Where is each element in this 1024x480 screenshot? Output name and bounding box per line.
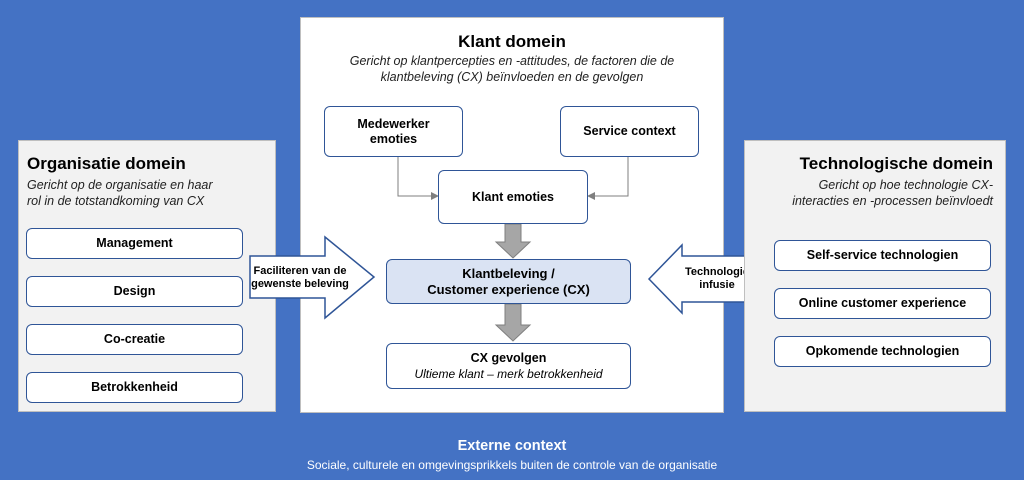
klantbeleving-cx-box: Klantbeleving / Customer experience (CX) — [386, 259, 631, 304]
klant-emoties-box: Klant emoties — [438, 170, 588, 224]
org-item-design: Design — [26, 276, 243, 307]
technologie-infusie-line1: Technologie — [685, 266, 749, 278]
klant-subtitle-line2: klantbeleving (CX) beïnvloeden en de gev… — [380, 70, 644, 84]
cx-gevolgen-subtitle: Ultieme klant – merk betrokkenheid — [414, 366, 603, 381]
org-item-management: Management — [26, 228, 243, 259]
medewerker-emoties-box: Medewerker emoties — [324, 106, 463, 157]
cx-line2: Customer experience (CX) — [427, 281, 590, 297]
cx-line1: Klantbeleving / — [462, 265, 555, 281]
cx-gevolgen-box: CX gevolgen Ultieme klant – merk betrokk… — [386, 343, 631, 389]
externe-context-subtitle: Sociale, culturele en omgevingsprikkels … — [306, 458, 718, 472]
org-item-betrokkenheid: Betrokkenheid — [26, 372, 243, 403]
organisatie-title: Organisatie domein — [27, 154, 186, 173]
left-arrow-technologie-infusie — [647, 243, 755, 315]
down-arrow-emoties-to-cx — [494, 223, 532, 259]
klant-title: Klant domein — [458, 32, 566, 51]
technologie-subtitle-line2: interacties en -processen beïnvloedt — [792, 194, 993, 208]
faciliteren-label: Faciliteren van de gewenste beleving — [248, 265, 352, 291]
right-arrow-faciliteren — [249, 235, 376, 320]
externe-context-title: Externe context — [457, 438, 567, 454]
faciliteren-label-line2: gewenste beleving — [251, 278, 349, 290]
organisatie-domein-panel: Organisatie domein Gericht op de organis… — [18, 140, 276, 412]
medewerker-emoties-line1: Medewerker — [357, 116, 430, 131]
connector-service-to-klant-emoties — [587, 157, 629, 200]
tech-item-opkomende: Opkomende technologien — [774, 336, 991, 367]
cx-gevolgen-title: CX gevolgen — [470, 350, 547, 365]
technologie-infusie-line2: infusie — [699, 279, 735, 291]
tech-item-online-cx: Online customer experience — [774, 288, 991, 319]
technologie-subtitle-line1: Gericht op hoe technologie CX- — [818, 178, 993, 192]
technologische-domein-panel: Technologische domein Gericht op hoe tec… — [744, 140, 1006, 412]
org-item-co-creatie: Co-creatie — [26, 324, 243, 355]
organisatie-subtitle-line1: Gericht op de organisatie en haar — [27, 178, 213, 192]
tech-item-self-service: Self-service technologien — [774, 240, 991, 271]
technologie-title: Technologische domein — [799, 154, 993, 173]
medewerker-emoties-line2: emoties — [369, 131, 418, 146]
organisatie-subtitle-line2: rol in de totstandkoming van CX — [27, 194, 205, 208]
faciliteren-label-line1: Faciliteren van de — [253, 265, 347, 277]
technologie-infusie-label: Technologie infusie — [678, 266, 756, 292]
connector-medewerker-to-klant-emoties — [397, 157, 439, 200]
service-context-box: Service context — [560, 106, 699, 157]
klant-subtitle-line1: Gericht op klantpercepties en -attitudes… — [349, 54, 675, 68]
down-arrow-cx-to-gevolgen — [494, 303, 532, 342]
